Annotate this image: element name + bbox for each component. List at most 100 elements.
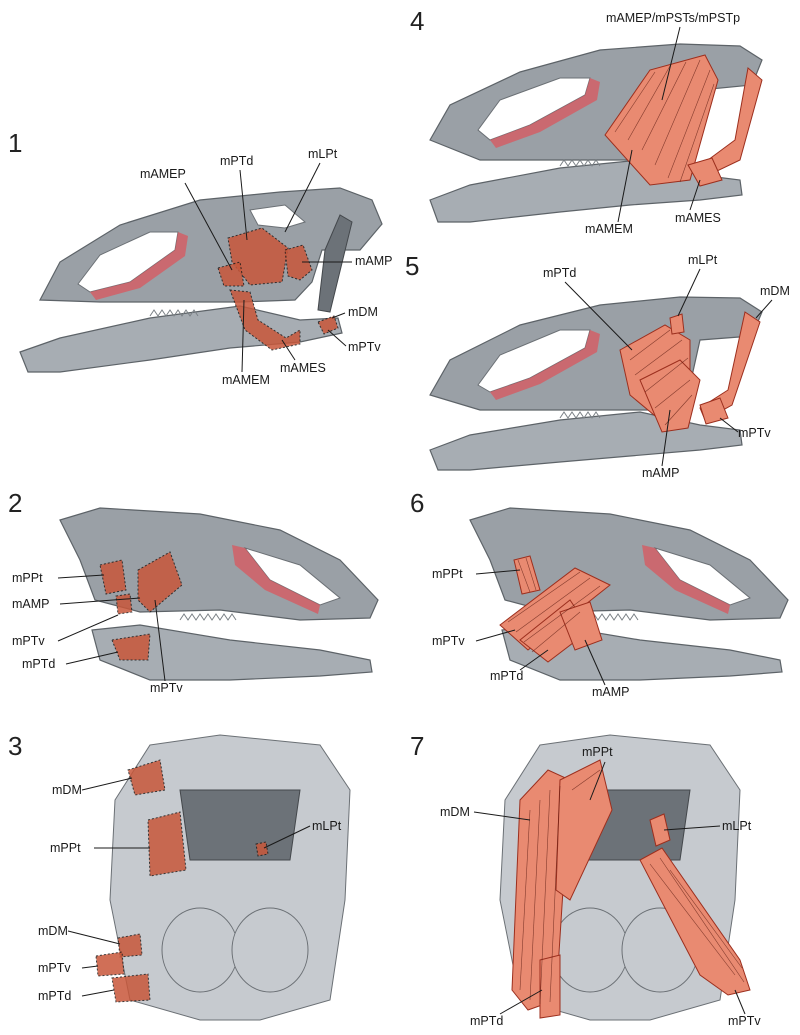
label-mAMEP: mAMEP — [140, 167, 186, 181]
lower-jaw — [91, 624, 373, 681]
panel-7: 7 mPPt mDM mLPt mPTd mPTv — [410, 731, 761, 1028]
label-mLPt: mLPt — [308, 147, 338, 161]
occipital-condyle-left — [551, 907, 629, 993]
label-mPTv: mPTv — [38, 961, 71, 975]
panel-5-labels: mPTd mLPt mDM mPTv mAMP — [543, 253, 790, 480]
lower-jaw — [429, 411, 743, 471]
temporal-opening — [249, 204, 307, 229]
attachment-mPTv — [317, 315, 339, 335]
attachment-mPTv-upper — [115, 593, 133, 615]
panel-3: 3 mDM mPPt mLPt mDM mPTv mPTd — [8, 731, 351, 1021]
label-mDM: mDM — [348, 305, 378, 319]
panel-number: 3 — [8, 731, 22, 761]
tooth-row — [559, 159, 601, 167]
tooth-row — [149, 309, 199, 317]
label-mPTv: mPTv — [432, 634, 465, 648]
tooth-row — [589, 613, 639, 621]
label-mAMP: mAMP — [12, 597, 50, 611]
label-mPTv: mPTv — [150, 681, 183, 695]
muscle-mPPt — [555, 759, 613, 901]
label-mDM: mDM — [760, 284, 790, 298]
nasal-region — [642, 545, 730, 614]
attachment-mPTv — [95, 951, 125, 977]
nasal-region — [490, 330, 600, 400]
attachment-mPTd — [227, 227, 289, 286]
label-mPTd: mPTd — [470, 1014, 503, 1028]
label-mPTv: mPTv — [738, 426, 771, 440]
attachment-mDM-upper — [127, 759, 166, 796]
attachment-mAMEM — [229, 289, 301, 351]
panel-5: 5 mPTd mLPt mDM mPTv mAMP — [405, 251, 790, 480]
panel-6-labels: mPPt mPTv mPTd mAMP — [432, 567, 630, 699]
attachment-mPTd — [111, 633, 151, 661]
attachment-mAMP — [137, 551, 183, 613]
label-mAMEM: mAMEM — [585, 222, 633, 236]
attachment-mAMP — [284, 244, 313, 281]
label-mPPt: mPPt — [50, 841, 81, 855]
muscle-fibers — [507, 557, 601, 653]
nasal-region — [490, 78, 600, 148]
panel-number: 1 — [8, 128, 22, 158]
nasal-region — [90, 232, 188, 300]
label-mLPt: mLPt — [688, 253, 718, 267]
label-mDM: mDM — [440, 805, 470, 819]
panel-2-labels: mPPt mAMP mPTv mPTd mPTv — [12, 571, 183, 695]
panel-number: 5 — [405, 251, 419, 281]
palate — [179, 789, 301, 861]
panel-6: 6 mPPt mPTv mPTd mAMP — [410, 488, 789, 699]
panel-7-labels: mPPt mDM mLPt mPTd mPTv — [440, 745, 761, 1028]
label-mDM: mDM — [38, 924, 68, 938]
tooth-row — [559, 411, 601, 419]
label-mDM: mDM — [52, 783, 82, 797]
panel-2: 2 mPPt mAMP mPTv mPTd mPTv — [8, 488, 379, 695]
label-mPTv: mPTv — [728, 1014, 761, 1028]
label-mAMEP-mPSTs-mPSTp: mAMEP/mPSTs/mPSTp — [606, 11, 740, 25]
panel-number: 4 — [410, 6, 424, 36]
muscle-mPPt — [513, 555, 541, 595]
muscle-mPTv — [699, 397, 729, 425]
label-mAMEM: mAMEM — [222, 373, 270, 387]
tooth-row — [179, 613, 237, 621]
muscle-mPTv — [499, 567, 611, 651]
label-mPPt: mPPt — [12, 571, 43, 585]
muscle-fibers — [629, 329, 693, 426]
muscle-mAMES — [687, 157, 723, 187]
label-mAMP: mAMP — [355, 254, 393, 268]
quadrate — [317, 214, 353, 313]
panel-1-labels: mAMEP mPTd mLPt mAMP mDM mPTv mAMEM mAME… — [140, 147, 393, 387]
attachment-mPTd — [111, 973, 151, 1003]
occipital-condyle-right — [231, 907, 309, 993]
label-mPTv: mPTv — [12, 634, 45, 648]
occipital-condyle-left — [161, 907, 239, 993]
attachment-mPPt — [99, 559, 127, 595]
panel-4: 4 mAMEP/mPSTs/mPSTp mAMEM mAMES — [410, 6, 763, 236]
nasal-region — [232, 545, 320, 614]
label-mPPt: mPPt — [432, 567, 463, 581]
attachment-mDM-lower — [117, 933, 143, 958]
attachment-mAMEP — [217, 261, 245, 287]
muscle-mAMEP-group — [604, 54, 719, 186]
label-mPPt: mPPt — [582, 745, 613, 759]
panel-number: 6 — [410, 488, 424, 518]
muscle-fibers — [519, 769, 745, 1005]
muscle-mPTd — [539, 954, 561, 1019]
label-mAMP: mAMP — [642, 466, 680, 480]
attachment-mLPt — [255, 841, 269, 857]
attachment-mPPt — [147, 811, 187, 877]
panel-number: 2 — [8, 488, 22, 518]
label-mAMP: mAMP — [592, 685, 630, 699]
panel-number: 7 — [410, 731, 424, 761]
muscle-mLPt — [649, 813, 671, 847]
label-mPTd: mPTd — [543, 266, 576, 280]
label-mAMES: mAMES — [280, 361, 326, 375]
label-mAMES: mAMES — [675, 211, 721, 225]
muscle-mAMP — [559, 601, 603, 651]
label-mLPt: mLPt — [722, 819, 752, 833]
label-mPTv: mPTv — [348, 340, 381, 354]
panel-1: 1 mAMEP mPTd mLPt mAMP mDM mPTv mAMEM — [8, 128, 393, 387]
muscle-fibers — [614, 59, 715, 183]
label-mPTd: mPTd — [22, 657, 55, 671]
panel-3-labels: mDM mPPt mLPt mDM mPTv mPTd — [38, 777, 342, 1003]
panel-4-labels: mAMEP/mPSTs/mPSTp mAMEM mAMES — [585, 11, 740, 236]
